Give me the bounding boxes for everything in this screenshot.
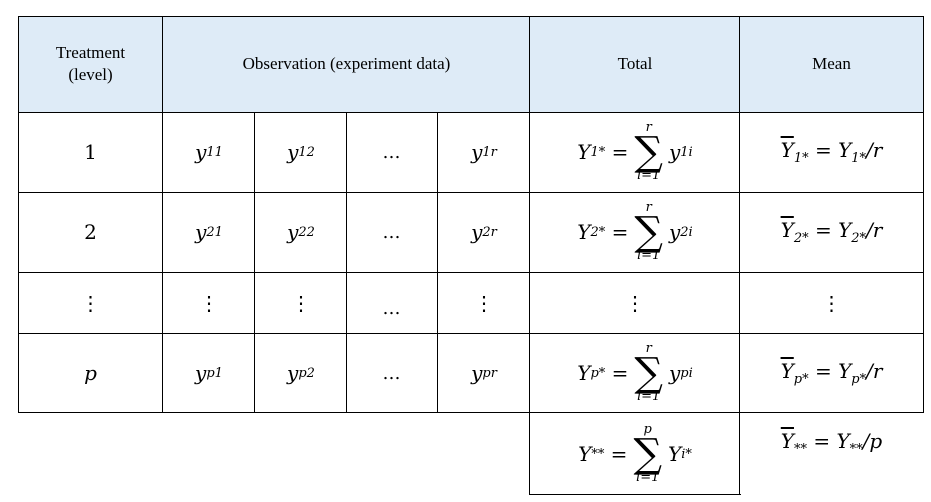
header-mean: Mean bbox=[740, 16, 923, 112]
grid-line bbox=[18, 16, 19, 413]
header-treatment: Treatment (level) bbox=[18, 16, 163, 112]
header-observation-label: Observation (experiment data) bbox=[242, 54, 451, 73]
row-p-mean-formula: Yp* = Yp*/r bbox=[780, 359, 883, 387]
row-3-obs-ellipsis: … bbox=[382, 298, 403, 319]
grand-mean-formula: Y** = Y**/p bbox=[780, 429, 883, 457]
grid-line bbox=[18, 333, 924, 334]
grid-line bbox=[162, 16, 163, 413]
header-treatment-label: Treatment (level) bbox=[55, 43, 126, 84]
sum-symbol: r∑i=1 bbox=[634, 341, 663, 404]
row-3-obs-1: ⋮ bbox=[199, 290, 219, 315]
grid-line bbox=[346, 112, 347, 413]
row-2-treatment: 2 bbox=[84, 220, 97, 244]
header-observation: Observation (experiment data) bbox=[163, 16, 530, 112]
row-p-obs-ellipsis: … bbox=[382, 362, 403, 384]
row-3-total: ⋮ bbox=[625, 290, 645, 315]
grid-line bbox=[437, 112, 438, 413]
row-3-obs-r: ⋮ bbox=[474, 290, 494, 315]
row-3-mean: ⋮ bbox=[821, 290, 842, 315]
header-total-label: Total bbox=[617, 54, 653, 73]
row-2-mean-formula: Y2* = Y2*/r bbox=[780, 218, 883, 246]
grid-line bbox=[739, 16, 740, 495]
grid-line bbox=[923, 16, 924, 413]
grid-line bbox=[18, 412, 924, 413]
row-1-obs-ellipsis: … bbox=[382, 141, 403, 163]
row-p-treatment: p bbox=[84, 361, 97, 385]
grid-line bbox=[18, 16, 924, 17]
sum-symbol: r∑i=1 bbox=[634, 200, 663, 263]
grid-line bbox=[529, 16, 530, 495]
header-total: Total bbox=[530, 16, 740, 112]
grid-line bbox=[254, 112, 255, 413]
sum-symbol: r∑i=1 bbox=[634, 120, 663, 183]
grid-line bbox=[530, 494, 741, 495]
sum-symbol: p∑i=1 bbox=[633, 422, 662, 485]
row-3-obs-2: ⋮ bbox=[291, 290, 311, 315]
row-2-obs-ellipsis: … bbox=[382, 221, 403, 243]
grid-line bbox=[18, 112, 924, 113]
row-1-treatment: 1 bbox=[84, 140, 97, 164]
grid-line bbox=[18, 192, 924, 193]
grid-line bbox=[18, 272, 924, 273]
row-1-mean-formula: Y1* = Y1*/r bbox=[780, 138, 883, 166]
header-mean-label: Mean bbox=[812, 54, 851, 73]
row-3-treatment: ⋮ bbox=[80, 290, 101, 315]
